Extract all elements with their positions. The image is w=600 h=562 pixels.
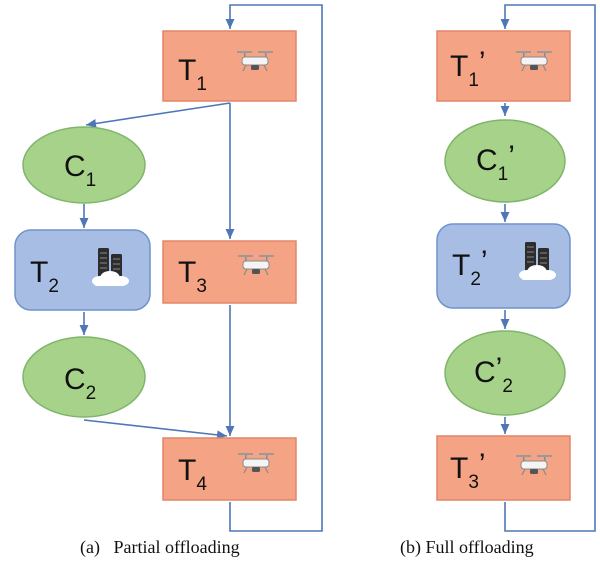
task-node-t3-box: [162, 240, 297, 304]
comm-node-c1-prime-label: C1’: [476, 140, 515, 185]
comm-node-c1-prime-shape: [444, 119, 566, 203]
caption-full-offloading: (b) Full offloading: [400, 537, 534, 558]
task-node-t2-label: T2: [30, 256, 59, 297]
task-node-t1-label: T1: [178, 54, 207, 95]
task-node-t4-label: T4: [178, 454, 207, 495]
comm-node-c1-label: C1: [64, 150, 96, 191]
full-offloading-diagram: T1’ C1’ T2’ C’2 T3’ (b) Full offloading: [400, 4, 596, 558]
task-node-t3-prime-label: T3’: [450, 448, 486, 493]
task-node-t2-prime: T2’: [436, 223, 571, 309]
comm-node-c2-shape: [22, 336, 146, 418]
edge-loop-t3p-t1p: [500, 4, 596, 532]
comm-node-c2-prime-shape: [444, 330, 566, 416]
task-node-t1-prime-box: [436, 30, 571, 102]
task-node-t2-box: [14, 229, 151, 311]
task-node-t3-label: T3: [178, 256, 207, 297]
full-edges: [500, 4, 596, 532]
comm-node-c1-prime: C1’: [444, 119, 566, 203]
task-node-t3-prime: T3’: [436, 435, 571, 501]
edge-loop-t4-t1: [225, 4, 323, 532]
edge-c2-t4: [83, 419, 228, 440]
comm-node-c1-shape: [22, 126, 146, 204]
caption-partial-offloading: (a) Partial offloading: [80, 537, 240, 558]
comm-node-c2: C2: [22, 336, 146, 418]
comm-node-c1: C1: [22, 126, 146, 204]
task-node-t2: T2: [14, 229, 151, 311]
task-node-t3: T3: [162, 240, 297, 304]
edge-t1-c1: [85, 102, 231, 128]
task-node-t4-box: [162, 437, 297, 501]
comm-node-c2-prime-label: C’2: [474, 352, 513, 397]
task-node-t1-box: [162, 30, 297, 102]
partial-edges: [79, 4, 323, 532]
task-node-t1-prime: T1’: [436, 30, 571, 102]
comm-node-c2-label: C2: [64, 363, 96, 404]
task-node-t2-prime-box: [436, 223, 571, 309]
task-node-t1: T1: [162, 30, 297, 102]
comm-node-c2-prime: C’2: [444, 330, 566, 416]
task-node-t2-prime-label: T2’: [452, 245, 488, 290]
task-node-t1-prime-label: T1’: [450, 46, 486, 91]
task-node-t3-prime-box: [436, 435, 571, 501]
task-node-t4: T4: [162, 437, 297, 501]
partial-offloading-diagram: T1 C1 T2 T3 C2 T4: [14, 4, 323, 558]
